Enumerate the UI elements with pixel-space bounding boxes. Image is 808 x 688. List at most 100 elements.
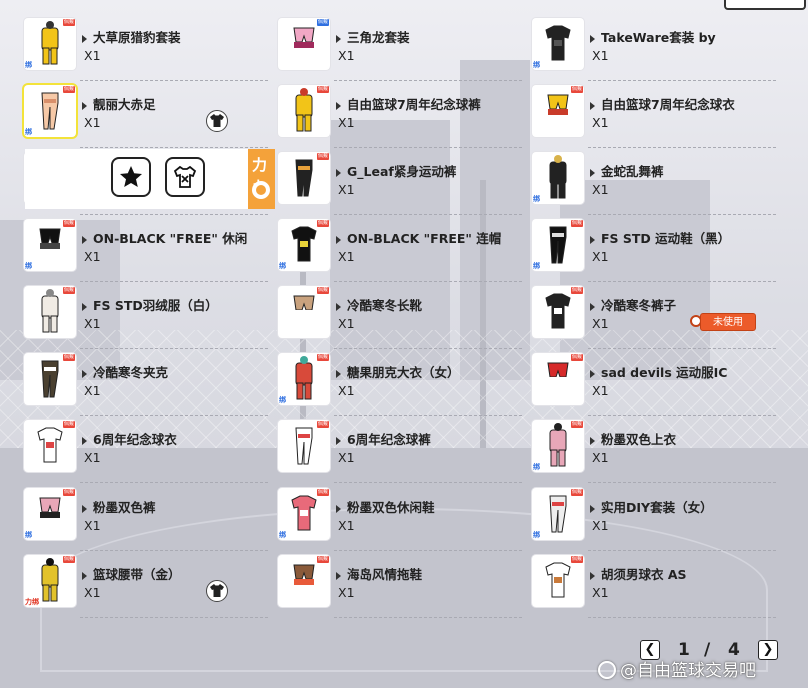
divider bbox=[334, 415, 522, 416]
item-thumbnail[interactable]: 佩戴 bbox=[278, 152, 330, 204]
item-thumbnail[interactable]: 佩戴绑 bbox=[278, 488, 330, 540]
item-name: G_Leaf紧身运动裤 bbox=[336, 161, 456, 180]
item-name: 6周年纪念球衣 bbox=[82, 429, 177, 448]
wear-tag: 佩戴 bbox=[62, 556, 75, 563]
try-on-button[interactable] bbox=[206, 580, 228, 602]
divider bbox=[588, 482, 776, 483]
expand-arrow-icon bbox=[590, 504, 595, 513]
item-thumbnail[interactable]: 佩戴力绑 bbox=[24, 555, 76, 607]
item-image-icon bbox=[291, 226, 317, 262]
wear-tag: 佩戴 bbox=[62, 86, 75, 93]
item-image-icon bbox=[295, 356, 313, 400]
current-page: 1 bbox=[678, 640, 690, 660]
item-thumbnail[interactable]: 佩戴绑 bbox=[278, 353, 330, 405]
item-thumbnail[interactable]: 佩戴绑 bbox=[24, 85, 76, 137]
item-name: FS STD羽绒服（白） bbox=[82, 295, 218, 314]
item-name: 糖果朋克大衣（女） bbox=[336, 362, 460, 381]
wear-tag: 佩戴 bbox=[316, 220, 329, 227]
item-thumbnail[interactable]: 佩戴绑 bbox=[532, 488, 584, 540]
inventory-item[interactable]: 佩戴绑实用DIY套装（女）X1 bbox=[530, 484, 782, 551]
wear-tag: 佩戴 bbox=[570, 287, 583, 294]
item-name-text: 粉墨双色裤 bbox=[93, 500, 156, 515]
item-thumbnail[interactable]: 佩戴绑 bbox=[278, 219, 330, 271]
item-thumbnail[interactable]: 佩戴 bbox=[532, 353, 584, 405]
divider bbox=[334, 80, 522, 81]
favorite-button[interactable] bbox=[111, 157, 151, 197]
divider bbox=[80, 348, 268, 349]
expand-arrow-icon bbox=[590, 302, 595, 311]
expand-arrow-icon bbox=[336, 504, 341, 513]
item-thumbnail[interactable]: 佩戴 bbox=[278, 18, 330, 70]
item-thumbnail[interactable]: 佩戴 bbox=[24, 420, 76, 472]
unused-label: 未使用 bbox=[700, 313, 756, 331]
divider bbox=[80, 281, 268, 282]
item-thumbnail[interactable]: 佩戴 bbox=[278, 555, 330, 607]
expand-arrow-icon bbox=[590, 571, 595, 580]
inventory-item[interactable]: 佩戴绑糖果朋克大衣（女）X1 bbox=[276, 349, 528, 416]
item-quantity: X1 bbox=[84, 383, 101, 398]
item-thumbnail[interactable]: 绑 bbox=[532, 18, 584, 70]
item-thumbnail[interactable]: 佩戴绑 bbox=[24, 219, 76, 271]
prev-page-button[interactable]: ❮ bbox=[640, 640, 660, 660]
item-thumbnail[interactable]: 佩戴 bbox=[532, 85, 584, 137]
divider bbox=[588, 214, 776, 215]
item-quantity: X1 bbox=[592, 450, 609, 465]
item-quantity: X1 bbox=[84, 48, 101, 63]
next-page-button[interactable]: ❯ bbox=[758, 640, 778, 660]
divider bbox=[80, 482, 268, 483]
expand-arrow-icon bbox=[336, 369, 341, 378]
item-image-icon bbox=[39, 497, 61, 518]
enhance-strip[interactable]: 力+ bbox=[248, 149, 275, 209]
item-thumbnail[interactable]: 佩戴绑 bbox=[532, 219, 584, 271]
item-thumbnail[interactable]: 佩戴 bbox=[278, 85, 330, 137]
wear-tag: 佩戴 bbox=[570, 421, 583, 428]
item-image-icon bbox=[41, 289, 59, 333]
item-thumbnail[interactable]: 佩戴绑 bbox=[24, 488, 76, 540]
item-thumbnail[interactable]: 佩戴 bbox=[278, 420, 330, 472]
item-thumbnail[interactable]: 佩戴 bbox=[532, 555, 584, 607]
expand-arrow-icon bbox=[336, 571, 341, 580]
item-name: 实用DIY套装（女） bbox=[590, 497, 713, 516]
inventory-item[interactable]: 佩戴力绑篮球腰带（金）X1 bbox=[22, 551, 274, 618]
expand-arrow-icon bbox=[82, 571, 87, 580]
item-name: 自由篮球7周年纪念球衣 bbox=[590, 94, 735, 113]
item-thumbnail[interactable]: 佩戴 bbox=[532, 286, 584, 338]
expand-arrow-icon bbox=[336, 34, 341, 43]
wear-tag: 佩戴 bbox=[62, 489, 75, 496]
item-thumbnail[interactable]: 佩戴绑 bbox=[24, 18, 76, 70]
item-name-text: ON-BLACK "FREE" 连帽 bbox=[347, 231, 502, 246]
item-thumbnail[interactable]: 佩戴绑 bbox=[532, 420, 584, 472]
item-thumbnail[interactable]: 佩戴 bbox=[24, 353, 76, 405]
item-thumbnail[interactable]: 佩戴 bbox=[24, 286, 76, 338]
item-thumbnail[interactable]: 佩戴 bbox=[278, 286, 330, 338]
unequip-button[interactable] bbox=[165, 157, 205, 197]
unused-tag: 未使用 bbox=[690, 312, 758, 332]
try-on-button[interactable] bbox=[206, 110, 228, 132]
divider bbox=[334, 214, 522, 215]
item-thumbnail[interactable]: 绑 bbox=[532, 152, 584, 204]
top-tab[interactable] bbox=[724, 0, 806, 10]
